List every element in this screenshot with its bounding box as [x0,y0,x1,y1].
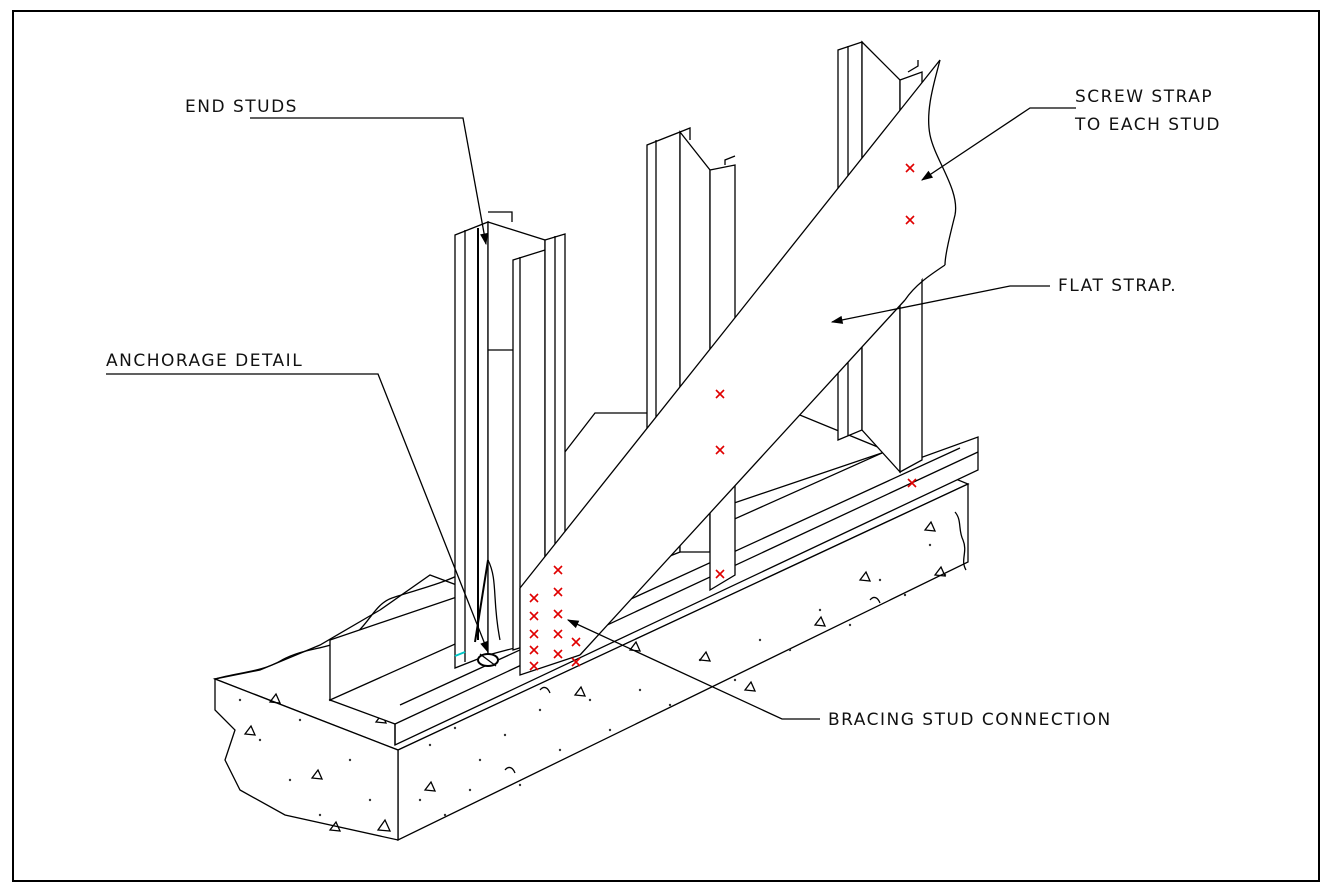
label-bracing-stud-connection: BRACING STUD CONNECTION [566,619,1112,730]
label-flat-strap-text: FLAT STRAP. [1058,276,1177,296]
label-end-studs: END STUDS [185,97,489,246]
drawing-border [12,10,1320,882]
flat-strap [519,59,957,676]
leader-end-studs [250,117,489,246]
label-bracing-stud-connection-text: BRACING STUD CONNECTION [828,710,1112,730]
label-screw-strap-line1: SCREW STRAP [1075,87,1213,107]
label-anchorage-detail-text: ANCHORAGE DETAIL [106,351,303,371]
label-flat-strap: FLAT STRAP. [830,276,1177,324]
label-screw-strap: SCREW STRAP TO EACH STUD [921,87,1221,181]
label-end-studs-text: END STUDS [185,97,298,117]
leader-anchorage-detail [106,373,489,654]
leader-bracing-stud-connection [566,619,820,720]
screws [529,163,917,671]
label-screw-strap-line2: TO EACH STUD [1074,115,1221,135]
label-anchorage-detail: ANCHORAGE DETAIL [106,351,489,654]
leader-flat-strap [830,285,1050,324]
leader-screw-strap [921,107,1076,181]
